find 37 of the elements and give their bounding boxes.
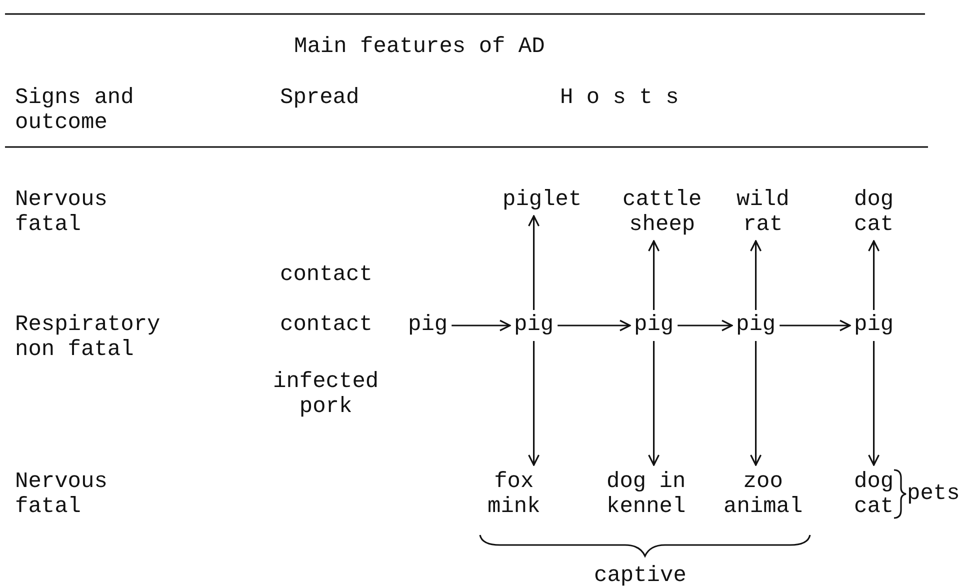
spread-label: contact bbox=[280, 262, 372, 287]
arrow bbox=[648, 240, 660, 310]
arrow bbox=[868, 240, 880, 310]
host-name: zoo animal bbox=[724, 469, 803, 519]
group-label: pets bbox=[907, 481, 960, 506]
row-label: Nervous fatal bbox=[15, 469, 108, 519]
arrow bbox=[750, 240, 762, 310]
arrow bbox=[750, 341, 762, 466]
arrow bbox=[558, 320, 631, 332]
host-name: dog in kennel bbox=[606, 469, 686, 519]
arrow bbox=[780, 320, 851, 332]
host-name: fox mink bbox=[488, 469, 540, 519]
host-name: pig bbox=[736, 312, 776, 337]
arrow bbox=[528, 215, 540, 310]
host-name: pig bbox=[634, 312, 674, 337]
host-name: pig bbox=[408, 312, 448, 337]
arrow bbox=[648, 341, 660, 466]
host-name: dog cat bbox=[854, 187, 894, 237]
spread-label: infected pork bbox=[273, 369, 379, 419]
arrow bbox=[528, 341, 540, 466]
arrow bbox=[868, 341, 880, 466]
row-label: Nervous fatal bbox=[15, 187, 108, 237]
column-header: Signs and outcome bbox=[15, 85, 134, 135]
column-header: Hosts bbox=[560, 85, 694, 110]
host-name: pig bbox=[854, 312, 894, 337]
host-name: pig bbox=[514, 312, 554, 337]
spread-label: contact bbox=[280, 312, 372, 337]
table-title: Main features of AD bbox=[294, 34, 546, 59]
host-name: dog cat bbox=[854, 469, 894, 519]
row-label: Respiratory non fatal bbox=[15, 312, 160, 362]
arrow bbox=[452, 320, 511, 332]
group-label: captive bbox=[594, 563, 686, 587]
host-name: wild rat bbox=[736, 187, 790, 237]
host-name: piglet bbox=[502, 187, 582, 212]
host-name: cattle sheep bbox=[622, 187, 702, 237]
arrow bbox=[678, 320, 733, 332]
column-header: Spread bbox=[280, 85, 360, 110]
